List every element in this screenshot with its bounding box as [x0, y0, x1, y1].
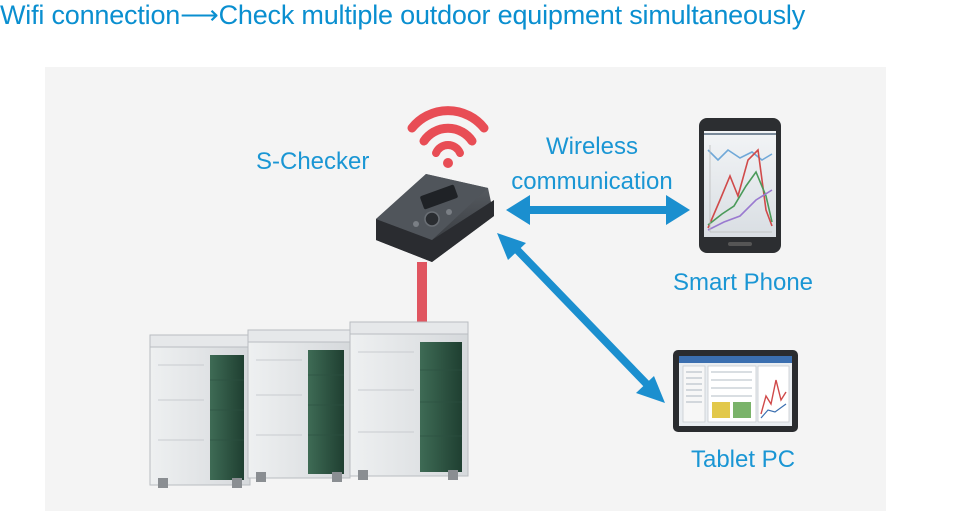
outdoor-unit-1	[149, 334, 251, 488]
outdoor-units	[149, 321, 469, 488]
page-title: Wifi connection⟶Check multiple outdoor e…	[0, 0, 806, 30]
smart-phone-label: Smart Phone	[672, 269, 814, 296]
phone-link-arrow	[506, 195, 690, 225]
wifi-icon	[407, 106, 489, 168]
tablet-link-arrow	[497, 233, 665, 403]
smart-phone	[699, 118, 781, 253]
s-checker-label: S-Checker	[256, 148, 370, 175]
outdoor-unit-3	[349, 321, 469, 480]
wireless-label-line1: Wireless	[545, 133, 638, 160]
tablet-pc	[673, 350, 798, 432]
tablet-pc-label: Tablet PC	[690, 446, 796, 473]
cable-line	[417, 262, 427, 328]
outdoor-unit-2	[247, 329, 351, 482]
s-checker-device	[376, 174, 494, 262]
wireless-label-line2: communication	[511, 168, 673, 195]
